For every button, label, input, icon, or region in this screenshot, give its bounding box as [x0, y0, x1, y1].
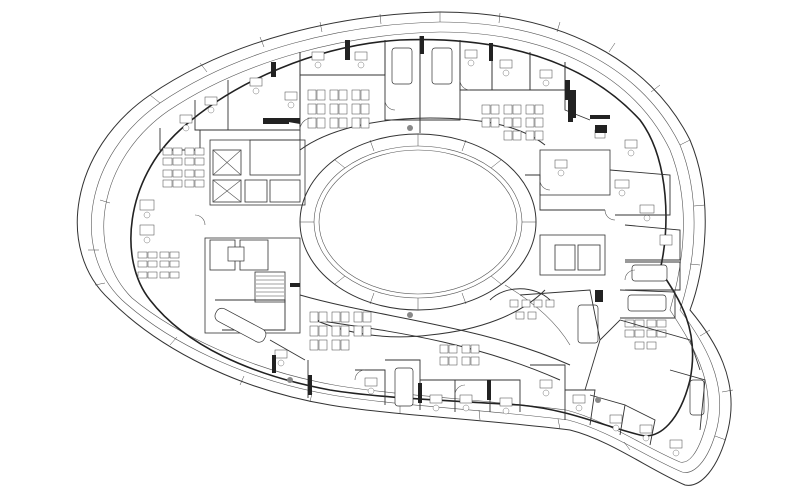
- core-right: [525, 115, 611, 276]
- private-office-furniture: [139, 49, 683, 457]
- meeting-tables: [214, 47, 705, 416]
- perimeter-offices-bottom: [269, 319, 706, 446]
- door-swings: [194, 79, 636, 396]
- core-upper-left: [209, 118, 306, 206]
- central-atrium: [299, 133, 537, 311]
- structural-columns: [271, 36, 607, 403]
- circulation-corridor: [299, 117, 571, 381]
- right-wing-rooms: [489, 169, 681, 341]
- workstation-clusters: [137, 89, 667, 366]
